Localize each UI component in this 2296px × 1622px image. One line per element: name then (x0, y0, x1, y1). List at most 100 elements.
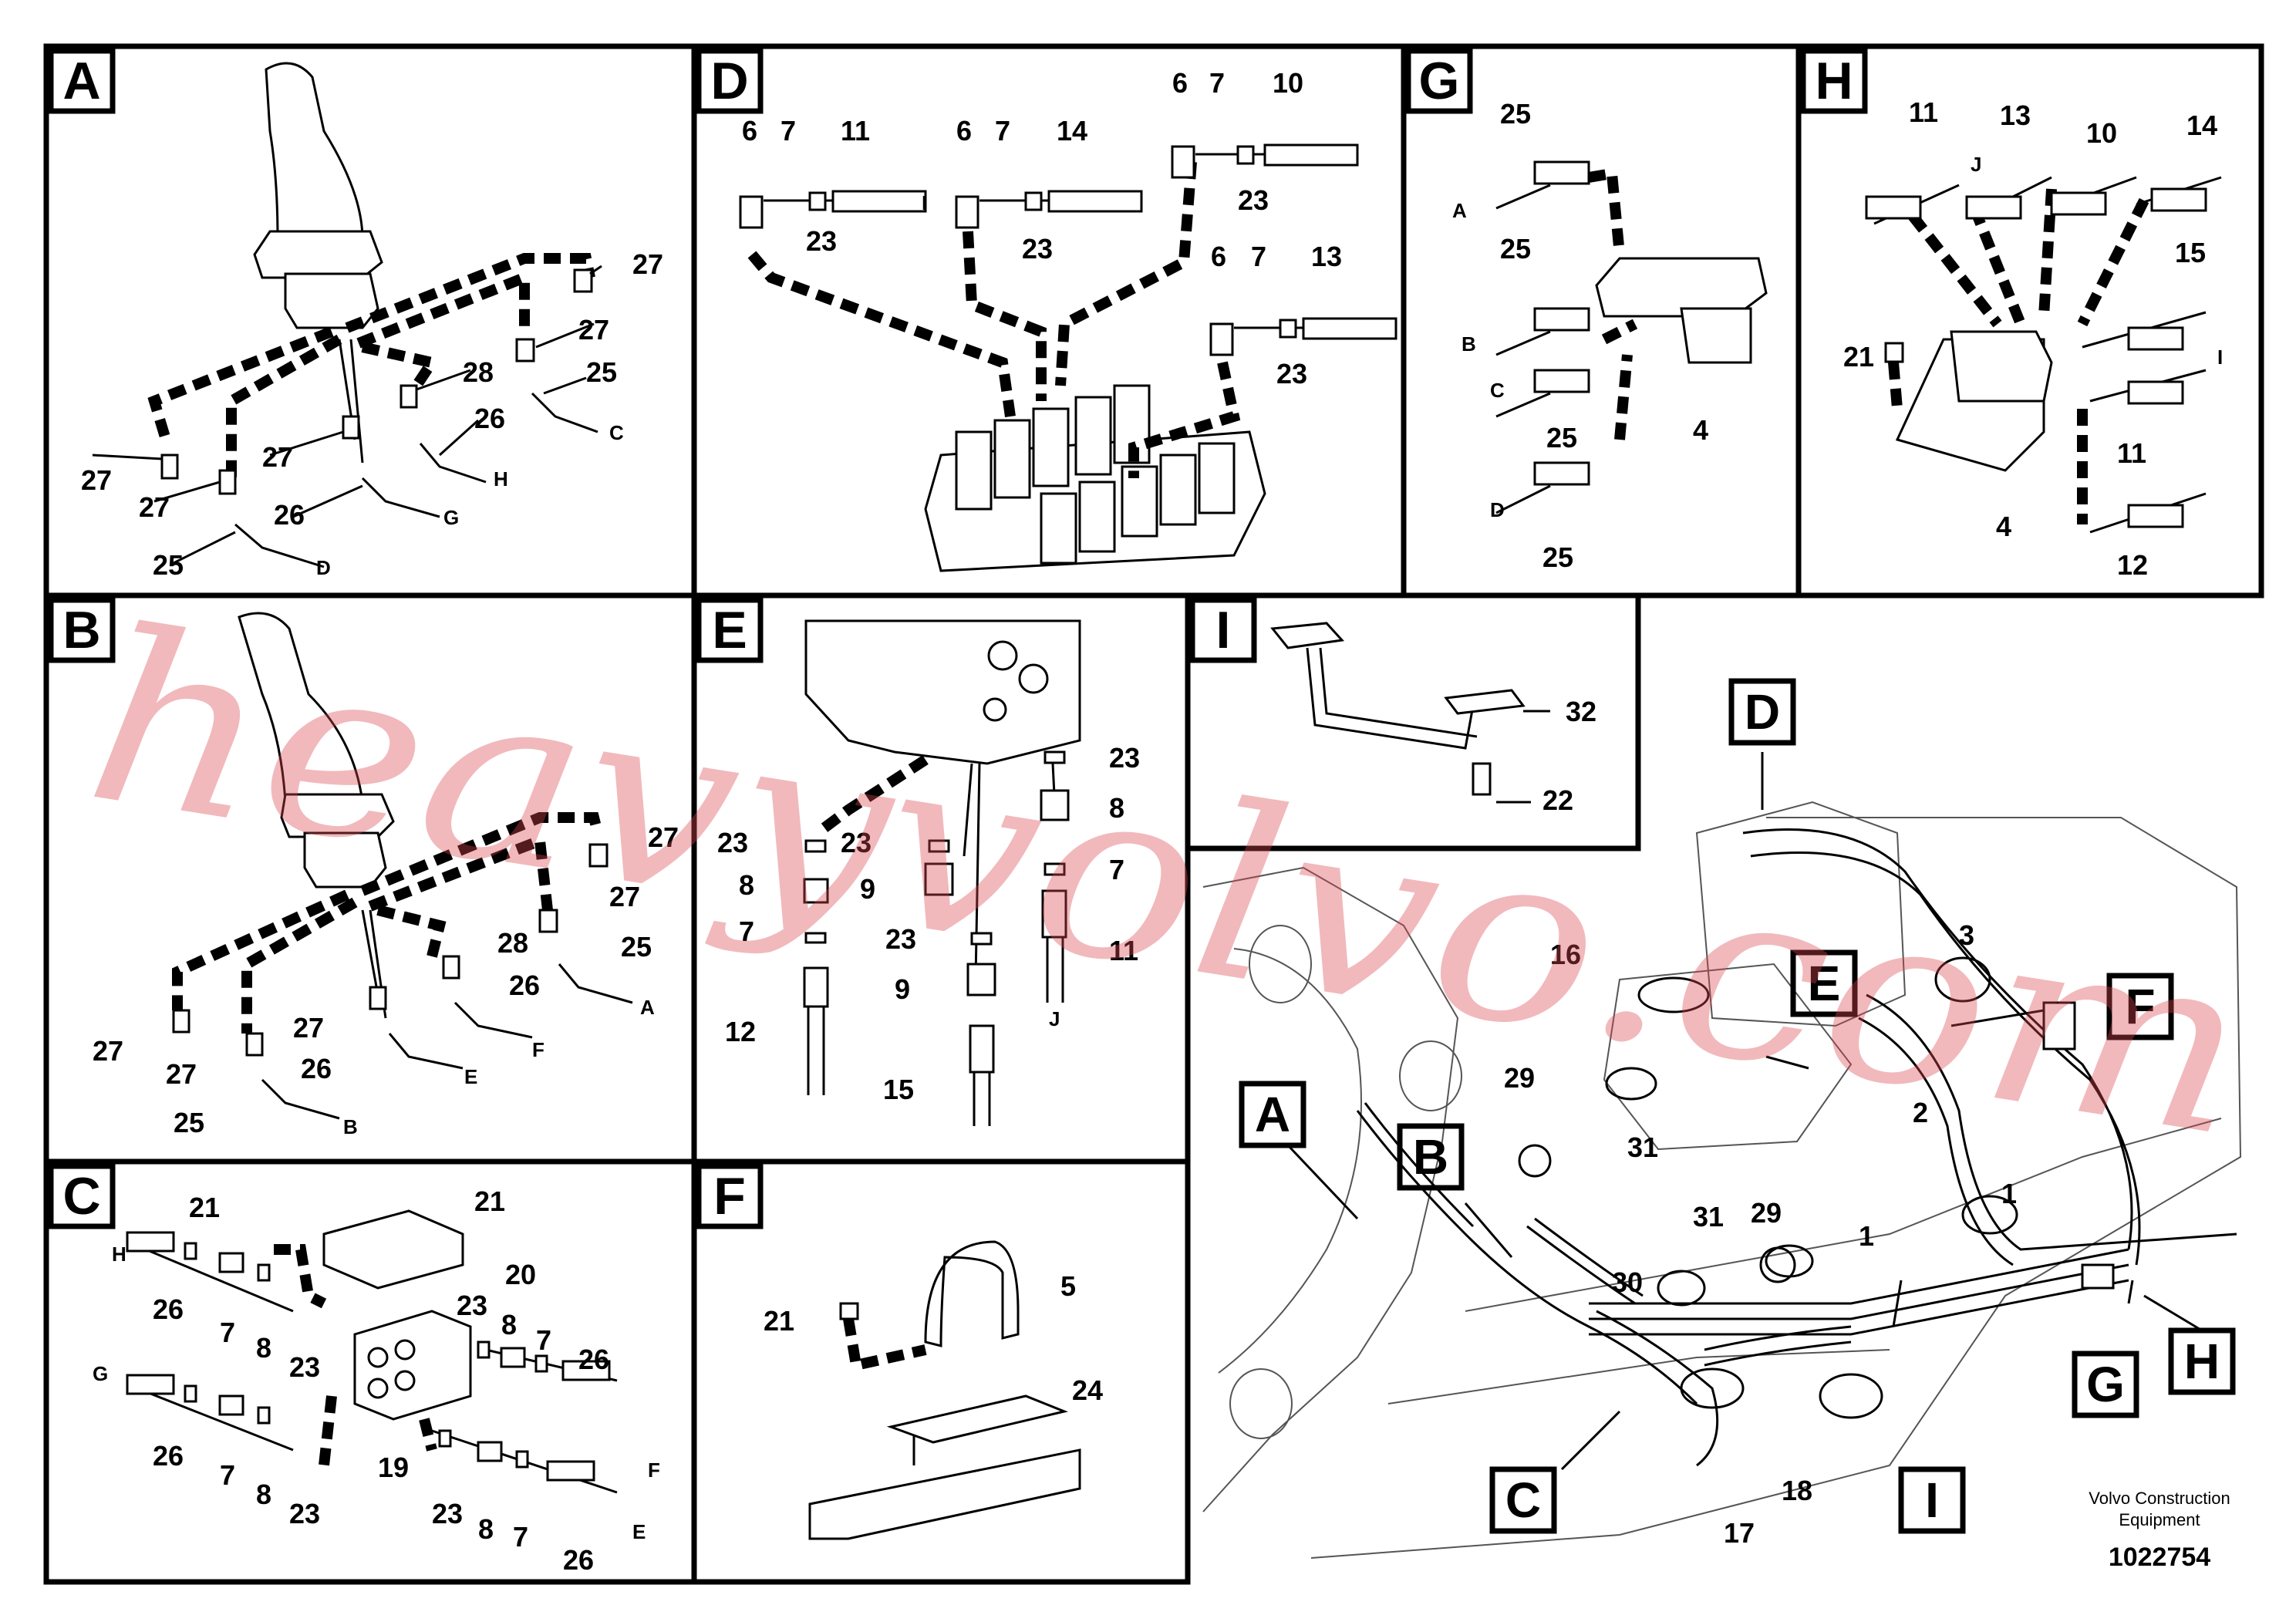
label: 11 (1109, 935, 1138, 966)
label: 6 (1211, 241, 1226, 272)
port-tag: C (1490, 379, 1505, 402)
panel-i-drawing (1270, 622, 1550, 804)
label: 10 (2086, 117, 2117, 149)
port-tag: G (443, 506, 459, 529)
panel-i-labels: 32 22 (1542, 696, 1596, 816)
label: 27 (648, 821, 679, 853)
label: 7 (995, 115, 1010, 147)
label: 23 (1276, 358, 1307, 389)
panel-c-drawing (126, 1209, 618, 1494)
label: 27 (81, 464, 112, 496)
company-line-1: Volvo Construction (2089, 1489, 2230, 1508)
label: 8 (256, 1479, 271, 1510)
panel-f-drawing (808, 1240, 1081, 1540)
callout-c: C (1505, 1472, 1541, 1528)
label: 19 (378, 1452, 409, 1483)
panel-letter-boxes: A D G H B E I C F (48, 48, 1868, 1229)
label: 8 (478, 1513, 494, 1545)
label: 27 (166, 1058, 197, 1090)
port-tag: C (609, 421, 624, 444)
label: 23 (1109, 742, 1140, 774)
label: 7 (536, 1324, 551, 1356)
label: 6 (742, 115, 757, 147)
bracket-32 (1270, 622, 1345, 649)
port-tag: H (112, 1243, 126, 1266)
label: 27 (262, 441, 293, 473)
panel-b-drawing (172, 612, 633, 1120)
label: 7 (220, 1317, 235, 1348)
callout-e: E (1808, 956, 1841, 1011)
panel-c-labels: 21 21 20 26 7 8 23 23 8 7 26 19 26 7 8 2… (93, 1185, 660, 1576)
panel-a-letter: A (62, 52, 100, 110)
label: 15 (2175, 237, 2206, 268)
port-tag: D (1490, 498, 1505, 521)
port-tag: E (464, 1065, 477, 1088)
label: 26 (301, 1053, 332, 1084)
port-tag: G (93, 1362, 108, 1385)
panel-b-labels: 27 27 28 25 26 27 26 27 27 25 A F E B (93, 821, 679, 1138)
label: 27 (293, 1012, 324, 1044)
label: 4 (1996, 511, 2011, 542)
label: 27 (139, 491, 170, 523)
port-tag: I (922, 191, 927, 214)
label: 13 (2000, 99, 2031, 131)
callout-g: G (2086, 1357, 2125, 1412)
label: 12 (725, 1016, 756, 1047)
label: 26 (563, 1544, 594, 1576)
valve-section (804, 619, 1081, 765)
label: 9 (895, 973, 910, 1005)
label: 25 (153, 549, 184, 581)
panel-h-labels: 11 13 10 14 15 21 11 4 12 J I (1843, 96, 2223, 581)
label: 23 (1238, 184, 1269, 216)
block-19 (353, 1310, 472, 1421)
label: 27 (632, 248, 663, 280)
label: 22 (1542, 784, 1573, 816)
label: 26 (153, 1293, 184, 1325)
port-tag: A (1452, 199, 1467, 222)
port-tag: B (1462, 332, 1476, 356)
label: 14 (2186, 110, 2217, 141)
label: 14 (1057, 115, 1087, 147)
label: 21 (764, 1305, 794, 1337)
panel-e-drawing (803, 619, 1081, 1126)
label: 27 (578, 314, 609, 346)
label: 23 (289, 1351, 320, 1383)
port-tag: F (648, 1458, 660, 1482)
label: 21 (189, 1192, 220, 1223)
label: 25 (621, 931, 652, 963)
port-tag: H (494, 467, 508, 491)
label: 23 (432, 1498, 463, 1529)
label: 23 (717, 827, 748, 858)
label: 28 (463, 356, 494, 388)
label: 23 (289, 1498, 320, 1529)
label: 9 (860, 873, 875, 905)
watermark-text: heavyvolvo.com (72, 576, 2264, 1192)
joystick-handle (238, 612, 364, 804)
ref-number: 2 (1913, 1097, 1928, 1128)
ref-number: 30 (1612, 1266, 1643, 1298)
label: 12 (2117, 549, 2148, 581)
callout-d: D (1745, 684, 1780, 740)
ref-number: 1 (1859, 1220, 1874, 1252)
label: 11 (1909, 96, 1938, 128)
panel-d-drawing (739, 143, 1397, 572)
label: 26 (509, 969, 540, 1001)
label: 7 (739, 916, 754, 947)
label: 13 (1311, 241, 1342, 272)
label: 23 (806, 225, 837, 257)
label: 32 (1566, 696, 1596, 727)
label: 26 (578, 1344, 609, 1375)
label: 8 (256, 1332, 271, 1364)
label: 24 (1072, 1374, 1103, 1406)
label: 25 (1546, 422, 1577, 454)
ref-number: 17 (1724, 1517, 1755, 1549)
label: 10 (1273, 67, 1303, 99)
label: 26 (153, 1440, 184, 1472)
panel-e-letter: E (712, 601, 747, 659)
panel-h-drawing (1865, 176, 2222, 534)
bracket-20 (322, 1209, 464, 1290)
label: 7 (1251, 241, 1266, 272)
label: 4 (1693, 414, 1708, 446)
callout-h: H (2184, 1334, 2220, 1389)
callout-b: B (1413, 1129, 1448, 1185)
